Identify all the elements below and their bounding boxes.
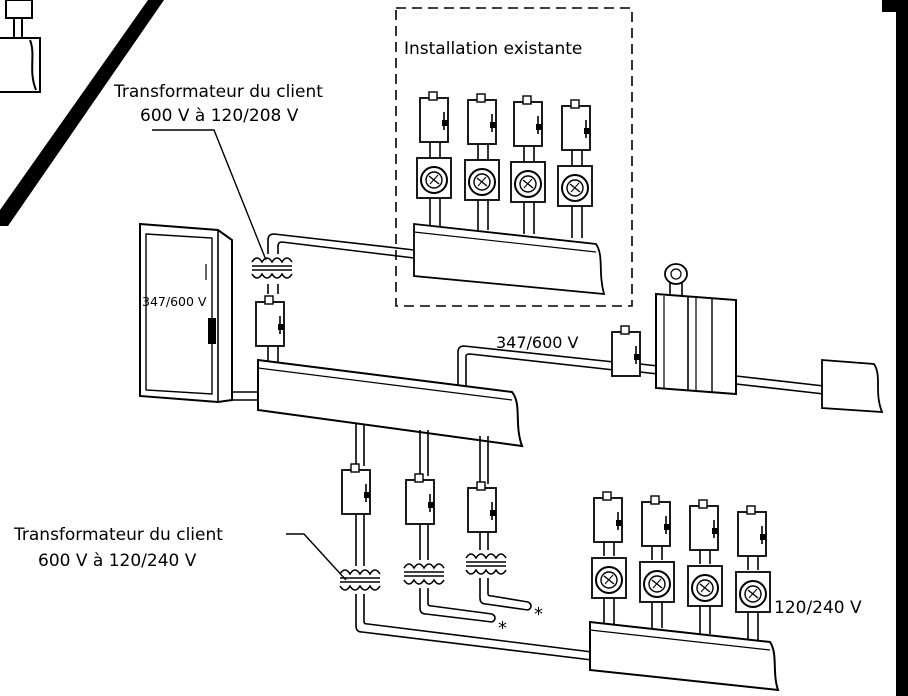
disconnect-switch-icon <box>689 499 719 551</box>
switchboard-voltage-label: 347/600 V <box>142 294 207 309</box>
meter-icon <box>464 159 500 201</box>
corner-inset-fragment <box>0 0 41 93</box>
meter-icon <box>416 157 452 199</box>
disconnect-switch-icon <box>737 505 767 557</box>
service-entrance-panel <box>655 263 737 396</box>
transformer-top-leader <box>152 129 267 261</box>
meter-bank-voltage-label: 120/240 V <box>774 598 862 618</box>
meter-icon <box>639 561 675 603</box>
load-box-right <box>821 359 884 413</box>
transformer-bottom-line1: Transformateur du client <box>13 525 223 545</box>
diagonal-divider <box>0 0 164 226</box>
meter-icon <box>510 161 546 203</box>
disconnect-switch-icon <box>593 491 623 543</box>
right-border <box>896 0 908 696</box>
disconnect-switch-icon <box>341 463 371 515</box>
meter-icon <box>735 571 771 613</box>
disconnect-switch-icon <box>255 295 285 347</box>
existing-installation-frame <box>395 7 633 307</box>
existing-meter-bank <box>413 91 606 296</box>
existing-bus-duct <box>413 222 606 296</box>
existing-meters <box>416 157 593 207</box>
disconnect-switch-icon <box>513 95 543 147</box>
disconnect-switch-icon <box>467 481 497 533</box>
transformer-coil-icon <box>251 257 293 279</box>
disconnect-switch-icon <box>419 91 449 143</box>
disconnect-switch-icon <box>561 99 591 151</box>
main-switchboard <box>139 222 233 404</box>
disconnect-switch-icon <box>641 495 671 547</box>
asterisk-marker-2: * <box>534 604 543 625</box>
disconnect-switch-icon <box>611 325 641 377</box>
transformer-coil-icon <box>403 563 445 585</box>
feeder-voltage-label: 347/600 V <box>496 333 579 352</box>
main-bus-duct <box>257 358 524 448</box>
transformer-bottom-line2: 600 V à 120/240 V <box>38 551 197 571</box>
meter-icon <box>687 565 723 607</box>
meter-icon <box>591 557 627 599</box>
transformer-top-line2: 600 V à 120/208 V <box>140 106 299 126</box>
transformer-top-line1: Transformateur du client <box>113 82 323 102</box>
new-bus-duct <box>589 620 780 692</box>
disconnect-switch-icon <box>405 473 435 525</box>
meter-icon <box>557 165 593 207</box>
existing-installation-label: Installation existante <box>404 39 582 59</box>
transformer-coil-icon <box>465 553 507 575</box>
service-mast-icon <box>664 263 688 296</box>
existing-disconnect-switches <box>419 91 591 151</box>
new-meter-bank <box>589 491 780 692</box>
asterisk-marker-1: * <box>498 618 507 639</box>
transformer-bottom-leader <box>286 533 347 581</box>
disconnect-switch-icon <box>467 93 497 145</box>
